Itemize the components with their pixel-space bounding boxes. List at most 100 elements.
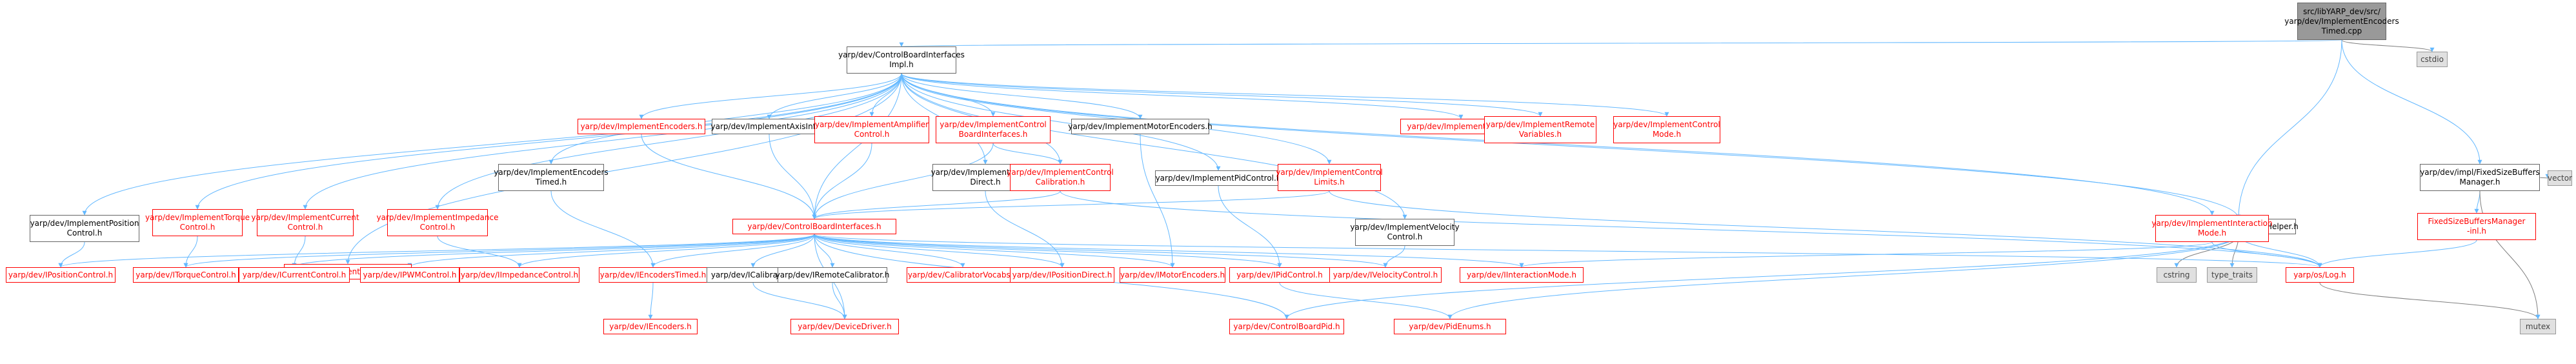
edge-cbii-to-implenc — [639, 73, 902, 119]
node-cbi[interactable]: yarp/dev/ControlBoardInterfaces.h — [732, 219, 896, 234]
node-vector: vector — [2548, 170, 2572, 186]
edge-impltorque-to-itorque — [183, 236, 198, 268]
node-pidenums[interactable]: yarp/dev/PidEnums.h — [1394, 319, 1506, 334]
edge-cbii-to-implpid — [901, 73, 1221, 171]
edge-log-to-mutex — [2319, 282, 2541, 319]
node-log[interactable]: yarp/os/Log.h — [2286, 267, 2354, 283]
edge-root-to-fsb — [2341, 39, 2482, 165]
edge-root-to-cbii — [901, 39, 2342, 47]
edge-cbii-to-implpos — [82, 73, 902, 216]
node-iposdir[interactable]: yarp/dev/IPositionDirect.h — [1010, 267, 1114, 283]
node-ienctimed[interactable]: yarp/dev/IEncodersTimed.h — [599, 267, 707, 283]
edge-cbi-to-calibvocabs — [814, 234, 965, 268]
edge-cbii-to-implimped — [435, 73, 902, 210]
node-label: Control.h — [1387, 232, 1423, 241]
node-label: yarp/dev/IImpedanceControl.h — [460, 270, 579, 279]
node-label: Control.h — [66, 228, 103, 238]
node-implenc[interactable]: yarp/dev/ImplementEncoders.h — [578, 119, 705, 134]
node-ipid[interactable]: yarp/dev/IPidControl.h — [1229, 267, 1330, 283]
node-label: yarp/dev/ImplementInteraction — [2151, 219, 2273, 228]
edge-implcurrent-to-icurrent — [292, 236, 306, 268]
node-ipos[interactable]: yarp/dev/IPositionControl.h — [6, 267, 116, 283]
edge-implinter-to-iinter — [1519, 241, 2213, 268]
edge-fsb-to-fsbinl — [2474, 190, 2480, 214]
node-label: BoardInterfaces.h — [958, 130, 1028, 139]
node-label: yarp/dev/ControlBoardInterfaces.h — [747, 221, 881, 231]
edge-cbi-to-ienctimed — [650, 234, 815, 268]
edge-icalib-to-devdriver — [752, 282, 847, 319]
edge-root-to-cstdio — [2341, 39, 2435, 52]
node-iinter[interactable]: yarp/dev/IInteractionMode.h — [1460, 267, 1584, 283]
edge-cbi-to-ivel — [814, 234, 1388, 268]
node-label: yarp/dev/ImplementControl — [1007, 168, 1114, 177]
edge-implenc-to-cbi — [641, 134, 817, 219]
edge-cbi-to-iremotecalib — [814, 234, 835, 268]
node-fsbinl[interactable]: FixedSizeBuffersManager-inl.h — [2417, 213, 2536, 240]
edge-cbii-to-cbh — [901, 73, 2241, 219]
node-imotenc[interactable]: yarp/dev/IMotorEncoders.h — [1120, 267, 1225, 283]
edge-cbi-to-log — [814, 234, 2322, 268]
node-iremotecalib[interactable]: yarp/dev/IRemoteCalibrator.h — [776, 267, 889, 283]
edge-impllimits-to-log — [1329, 190, 2322, 268]
node-iimped[interactable]: yarp/dev/IImpedanceControl.h — [459, 267, 579, 283]
edge-cbii-to-implmotenc — [901, 73, 1143, 119]
edge-cbii-to-implaxis — [767, 73, 902, 119]
edge-cbii-to-implcurrent — [303, 73, 902, 210]
node-label: yarp/dev/ControlBoardPid.h — [1233, 321, 1340, 331]
edge-implpos-to-ipos — [58, 241, 85, 268]
node-label: yarp/dev/IPositionDirect.h — [1012, 270, 1112, 279]
node-ienc[interactable]: yarp/dev/IEncoders.h — [603, 319, 698, 334]
edge-cbii-to-implinter — [901, 73, 2215, 216]
node-label: yarp/dev/ImplementImpedance — [376, 213, 499, 222]
node-label: cstdio — [2420, 54, 2444, 64]
node-label: yarp/dev/ImplementControl — [1276, 168, 1383, 177]
node-label: Control.h — [854, 130, 890, 139]
node-ivel[interactable]: yarp/dev/IVelocityControl.h — [1329, 267, 1442, 283]
node-cstdio: cstdio — [2417, 52, 2448, 67]
node-implpid[interactable]: yarp/dev/ImplementPidControl.h — [1155, 170, 1282, 186]
node-label: Control.h — [419, 223, 456, 232]
node-label: yarp/dev/ImplementControl — [940, 120, 1047, 129]
node-devdriver[interactable]: yarp/dev/DeviceDriver.h — [790, 319, 899, 334]
edge-cbi-to-imotenc — [814, 234, 1175, 268]
node-label: vector — [2547, 173, 2573, 183]
edge-impllimits-to-cbi — [812, 190, 1330, 219]
node-label: yarp/os/Log.h — [2293, 270, 2346, 279]
node-label: Control.h — [179, 223, 216, 232]
edge-fsbinl-to-log — [2317, 239, 2477, 268]
edge-cbi-to-ipos — [58, 234, 815, 268]
node-label: Timed.h — [535, 177, 567, 187]
node-itorque[interactable]: yarp/dev/ITorqueControl.h — [133, 267, 239, 283]
node-label: Direct.h — [970, 177, 1001, 187]
node-cbpid[interactable]: yarp/dev/ControlBoardPid.h — [1229, 319, 1344, 334]
node-label: Control.h — [287, 223, 323, 232]
edge-cbii-to-implmode — [901, 73, 1669, 117]
edge-implcbi-to-cbi — [812, 143, 994, 219]
node-ipwm[interactable]: yarp/dev/IPWMControl.h — [360, 267, 459, 283]
node-icurrent[interactable]: yarp/dev/ICurrentControl.h — [239, 267, 350, 283]
node-mutex: mutex — [2520, 319, 2556, 334]
node-implaxis[interactable]: yarp/dev/ImplementAxisInfo.h — [711, 119, 827, 134]
node-implmotenc[interactable]: yarp/dev/ImplementMotorEncoders.h — [1068, 119, 1213, 134]
node-label: yarp/dev/ITorqueControl.h — [136, 270, 236, 279]
edge-cbii-to-implpwm — [345, 73, 902, 265]
node-label: yarp/dev/IPidControl.h — [1236, 270, 1323, 279]
node-label: yarp/dev/IVelocityControl.h — [1333, 270, 1438, 279]
node-calibvocabs[interactable]: yarp/dev/CalibratorVocabs.h — [907, 267, 1019, 283]
node-label: yarp/dev/ICalibrator.h — [710, 270, 796, 279]
